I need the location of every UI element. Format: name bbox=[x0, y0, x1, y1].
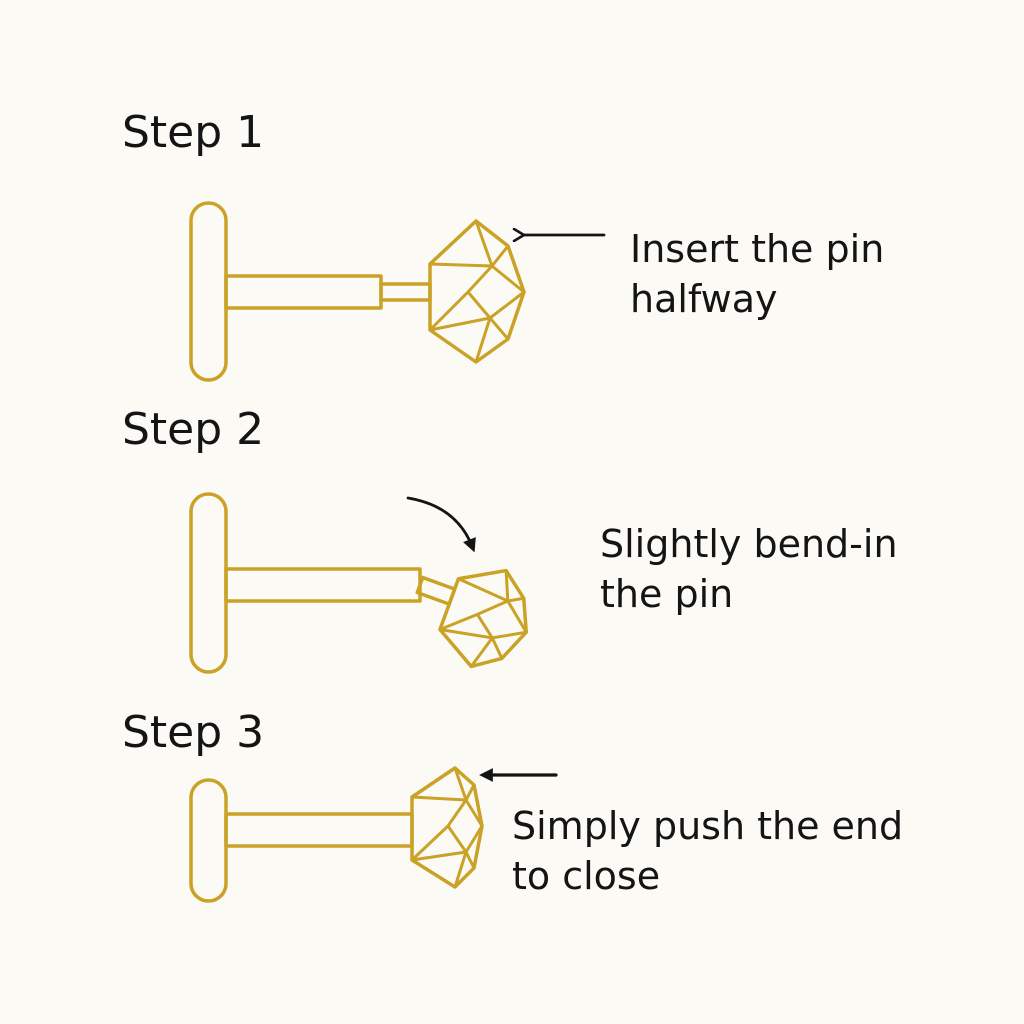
earring-back-plate bbox=[189, 778, 228, 903]
step-2-title: Step 2 bbox=[122, 404, 265, 455]
earring-post bbox=[224, 567, 422, 603]
caption-line: Simply push the end bbox=[512, 804, 904, 848]
caption-line: the pin bbox=[600, 572, 734, 616]
earring-back-plate bbox=[189, 201, 228, 382]
earring-pin bbox=[379, 282, 432, 302]
step-1-earring bbox=[189, 201, 526, 382]
earring-post bbox=[224, 274, 383, 310]
gem-icon bbox=[410, 766, 484, 889]
gem-icon bbox=[438, 568, 529, 669]
step-1-title: Step 1 bbox=[122, 107, 265, 158]
step-3-title: Step 3 bbox=[122, 707, 265, 758]
earring-back-plate bbox=[189, 492, 228, 674]
step-3-caption: Simply push the end to close bbox=[512, 801, 903, 901]
step-1-caption: Insert the pin halfway bbox=[630, 224, 884, 324]
caption-line: to close bbox=[512, 854, 661, 898]
caption-line: halfway bbox=[630, 277, 778, 321]
step-2-caption: Slightly bend-in the pin bbox=[600, 519, 898, 619]
curved-arrow-icon bbox=[406, 496, 476, 553]
earring-post bbox=[224, 812, 414, 848]
step-2-earring bbox=[189, 492, 529, 674]
bent-pin-with-gem bbox=[415, 568, 529, 669]
caption-line: Slightly bend-in bbox=[600, 522, 898, 566]
gem-icon bbox=[428, 219, 526, 364]
caption-line: Insert the pin bbox=[630, 227, 885, 271]
step-3-earring bbox=[189, 766, 484, 903]
